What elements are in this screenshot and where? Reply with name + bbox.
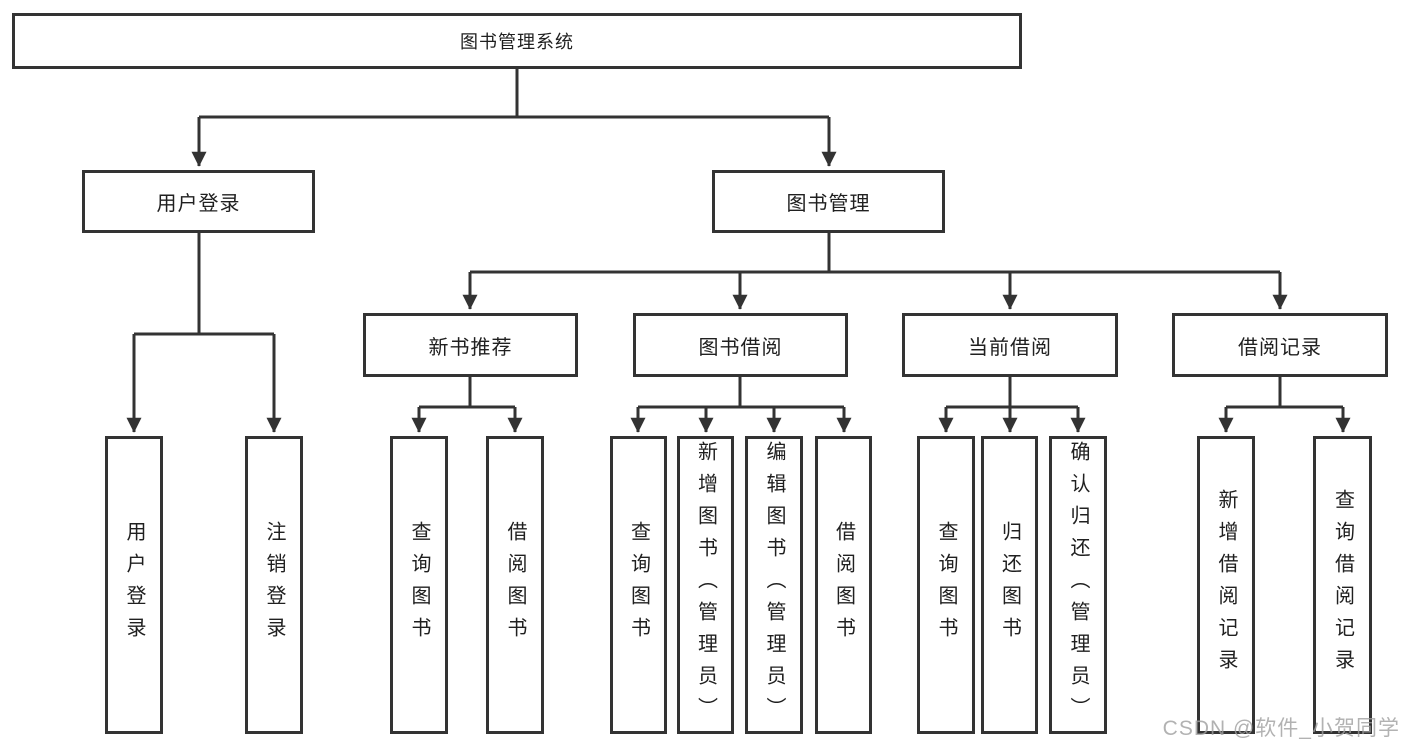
node-label: 确认归还（管理员） — [1067, 441, 1089, 729]
node-book-borrow: 图书借阅 — [633, 313, 848, 377]
node-new-book-recommend: 新书推荐 — [363, 313, 578, 377]
node-current-borrow: 当前借阅 — [902, 313, 1118, 377]
node-label: 借阅记录 — [1238, 336, 1322, 359]
node-label: 新增图书（管理员） — [694, 441, 717, 729]
node-label: 注销登录 — [263, 521, 285, 649]
node-library-management-system: 图书管理系统 — [12, 13, 1022, 69]
leaf-borrow-edit-books-admin: 编辑图书（管理员） — [745, 436, 803, 734]
node-label: 图书管理 — [786, 193, 871, 215]
leaf-newbook-query-books: 查询图书 — [390, 436, 448, 734]
node-label: 用户登录 — [123, 521, 145, 649]
node-book-management: 图书管理 — [712, 170, 945, 233]
node-label: 图书管理系统 — [460, 32, 574, 52]
node-label: 编辑图书（管理员） — [763, 441, 785, 729]
node-label: 查询图书 — [408, 521, 430, 649]
leaf-current-return-books: 归还图书 — [981, 436, 1038, 734]
node-borrow-records: 借阅记录 — [1172, 313, 1388, 377]
node-user-login: 用户登录 — [82, 170, 315, 233]
node-label: 查询图书 — [935, 521, 957, 649]
node-label: 新增借阅记录 — [1215, 489, 1237, 681]
node-label: 查询借阅记录 — [1331, 489, 1354, 681]
watermark: CSDN @软件_小贺同学 — [1162, 717, 1400, 740]
leaf-user-login: 用户登录 — [105, 436, 163, 734]
node-label: 用户登录 — [156, 193, 241, 215]
node-label: 归还图书 — [998, 521, 1021, 649]
leaf-borrow-query-books: 查询图书 — [610, 436, 667, 734]
leaf-current-query-books: 查询图书 — [917, 436, 975, 734]
node-label: 借阅图书 — [832, 521, 855, 649]
node-label: 当前借阅 — [968, 336, 1052, 359]
node-label: 图书借阅 — [698, 336, 783, 359]
node-label: 新书推荐 — [428, 336, 513, 359]
leaf-records-query-record: 查询借阅记录 — [1313, 436, 1372, 734]
leaf-records-add-record: 新增借阅记录 — [1197, 436, 1255, 734]
node-label: 查询图书 — [627, 521, 650, 649]
node-label: 借阅图书 — [504, 521, 526, 649]
leaf-borrow-add-books-admin: 新增图书（管理员） — [677, 436, 734, 734]
leaf-logout: 注销登录 — [245, 436, 303, 734]
leaf-borrow-borrow-books: 借阅图书 — [815, 436, 872, 734]
leaf-current-confirm-return-admin: 确认归还（管理员） — [1049, 436, 1107, 734]
leaf-newbook-borrow-books: 借阅图书 — [486, 436, 544, 734]
